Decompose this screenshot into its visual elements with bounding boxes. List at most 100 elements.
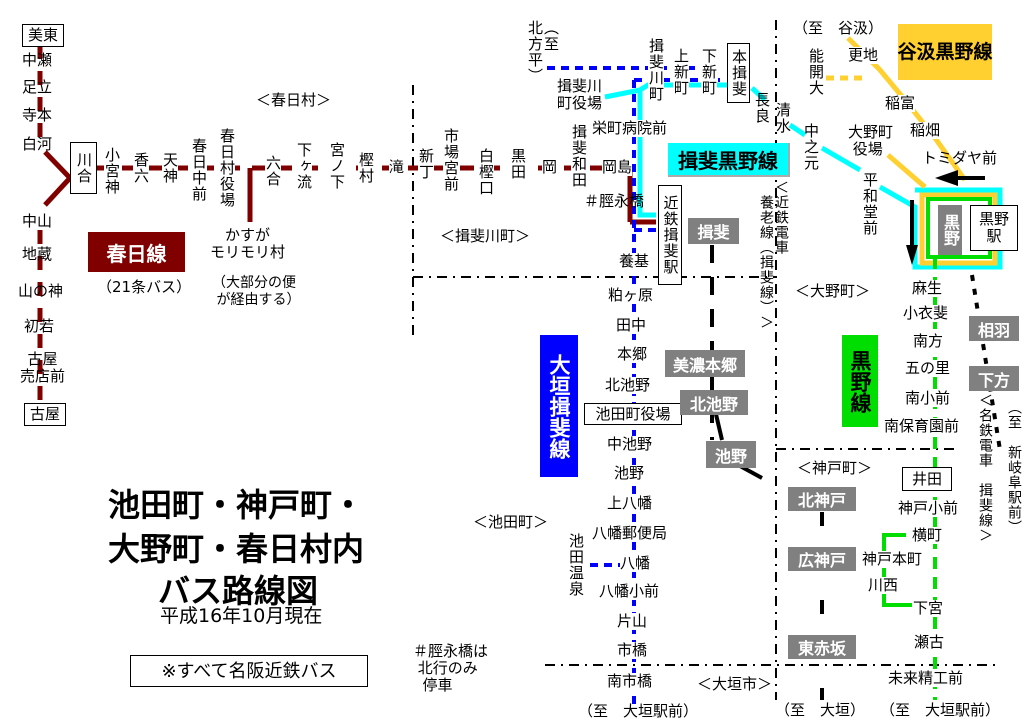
station: 滝	[389, 158, 405, 176]
station: 清水	[774, 102, 792, 134]
map-title-line2: 大野町・春日村内	[108, 530, 365, 568]
to-ogaki-station: （至 大垣駅前）	[578, 702, 699, 720]
station: 本郷	[617, 345, 648, 363]
area-ikeda: ＜池田町＞	[473, 513, 549, 531]
area-godo: ＜神戸町＞	[797, 459, 873, 477]
station: 八幡	[620, 554, 651, 572]
station: 稲富	[885, 94, 916, 112]
arrow-left-icon	[935, 170, 958, 186]
area-ono: ＜大野町＞	[795, 282, 871, 300]
station: 麻生	[912, 279, 943, 297]
rail-station: 北神戸	[788, 487, 856, 511]
station: 中之元	[802, 123, 820, 171]
map-title-line1: 池田町・神戸町・	[108, 486, 365, 524]
station: 春日中前	[190, 138, 208, 202]
station-ikeda-onsen: 池田温泉	[567, 533, 585, 597]
station: 春日村役場	[218, 128, 236, 208]
station: 川西	[868, 576, 899, 594]
operator-note: ※すべて名阪近鉄バス	[130, 655, 368, 687]
branch-note: （大部分の便 が経由する）	[212, 275, 301, 308]
station-kawai: 川合	[70, 142, 97, 194]
area-ogaki: ＜大垣市＞	[697, 675, 773, 693]
station-ida: 井田	[902, 467, 952, 491]
kurono-station-box: 黒野 駅	[970, 205, 1018, 251]
area-kasuga: ＜春日村＞	[256, 91, 332, 109]
footnote: ＃脛永橋は 北行のみ 停車	[413, 642, 489, 694]
station: 未来精工前	[888, 669, 964, 687]
station: 天神	[161, 152, 179, 184]
station: 地蔵	[22, 245, 53, 263]
station: 揖斐和田	[570, 124, 588, 188]
station: 揖斐川町	[647, 38, 665, 102]
to-tanigumi: （至 谷汲）	[793, 19, 884, 37]
area-ibigawa: ＜揖斐川町＞	[440, 227, 531, 245]
station: 五の里	[905, 359, 951, 377]
to-ogaki-station: （至 大垣駅前）	[880, 701, 1001, 719]
station: 養基	[619, 252, 650, 270]
rail-station: 下方	[969, 366, 1019, 391]
station: 下ヶ流	[295, 142, 313, 190]
rail-station-kurono: 黒野	[938, 205, 962, 255]
station: 新丁	[417, 148, 435, 180]
to-ogaki: （至 大垣）	[775, 701, 866, 719]
station: 樫村	[357, 152, 375, 184]
station: 更地	[848, 46, 879, 64]
station: 上新町	[672, 48, 690, 96]
station: 神戸小前	[898, 499, 959, 517]
rail-station: 揖斐	[688, 218, 739, 244]
station: 瀬古	[914, 633, 945, 651]
map-title-line3: バス路線図	[158, 572, 319, 610]
station: 神戸本町	[862, 550, 923, 568]
kintetsu-label: ＜近鉄電車 養老線（揖斐線）＞	[758, 180, 789, 330]
station: 揖斐川 町役場	[557, 77, 603, 112]
station: ＃脛永橋	[584, 192, 645, 210]
station: 初若	[24, 317, 55, 335]
station: 白樫口	[477, 148, 495, 196]
rail-station: 広神戸	[788, 547, 856, 571]
station: 南小前	[905, 389, 951, 407]
station: 六合	[264, 155, 282, 187]
station: 池野	[614, 464, 645, 482]
station: 南保育園前	[884, 417, 960, 435]
rail-station: 相羽	[969, 316, 1019, 341]
station: 中山	[22, 212, 53, 230]
station: 小衣斐	[903, 304, 949, 322]
station: 市場宮前	[442, 128, 460, 192]
station: 能開大	[807, 48, 825, 96]
station: 粕ヶ原	[608, 286, 654, 304]
station: 八幡小前	[599, 582, 660, 600]
rail-station: 北池野	[680, 390, 748, 415]
station: 南市橋	[607, 672, 653, 690]
station: 中池野	[607, 435, 653, 453]
kurono-line-label: 黒野線	[842, 335, 878, 427]
station: 市橋	[617, 641, 648, 659]
station: トミダヤ前	[922, 149, 998, 167]
area-boundaries	[412, 20, 1000, 700]
rail-station: 東赤坂	[788, 635, 856, 659]
station-furuya: 古屋	[24, 403, 66, 426]
station: 岡	[542, 158, 558, 176]
to-shingifu: （至 新岐阜駅前）	[1006, 400, 1022, 535]
station: 上八幡	[607, 494, 653, 512]
station: 中瀬	[22, 51, 53, 69]
rail-station: 美濃本郷	[665, 350, 745, 377]
ogaki-ibi-line-label: 大垣揖斐線	[540, 335, 578, 477]
station: 稲畑	[910, 121, 941, 139]
tanigumi-kurono-line-label: 谷汲黒野線	[898, 24, 993, 80]
meitetsu-label: ＜名鉄電車 揖斐線＞	[977, 393, 993, 543]
station: 香六	[132, 152, 150, 184]
station: 平和堂前	[861, 172, 879, 236]
station: 大野町 役場	[848, 123, 894, 158]
station: 岡島	[602, 158, 633, 176]
station: 長良	[753, 92, 771, 124]
station: 八幡郵便局	[592, 524, 668, 542]
station: 栄町病院前	[592, 119, 668, 137]
station: 小宮神	[103, 147, 121, 195]
rail-station: 池野	[706, 441, 756, 468]
kasuga-line-label: 春日線	[88, 232, 185, 272]
station: 宮ノ下	[328, 142, 346, 190]
station: 南方	[913, 332, 944, 350]
arrow-down-icon	[906, 245, 918, 265]
station: 横町	[912, 526, 943, 544]
kasuga-line-sub: （21条バス）	[97, 278, 192, 296]
